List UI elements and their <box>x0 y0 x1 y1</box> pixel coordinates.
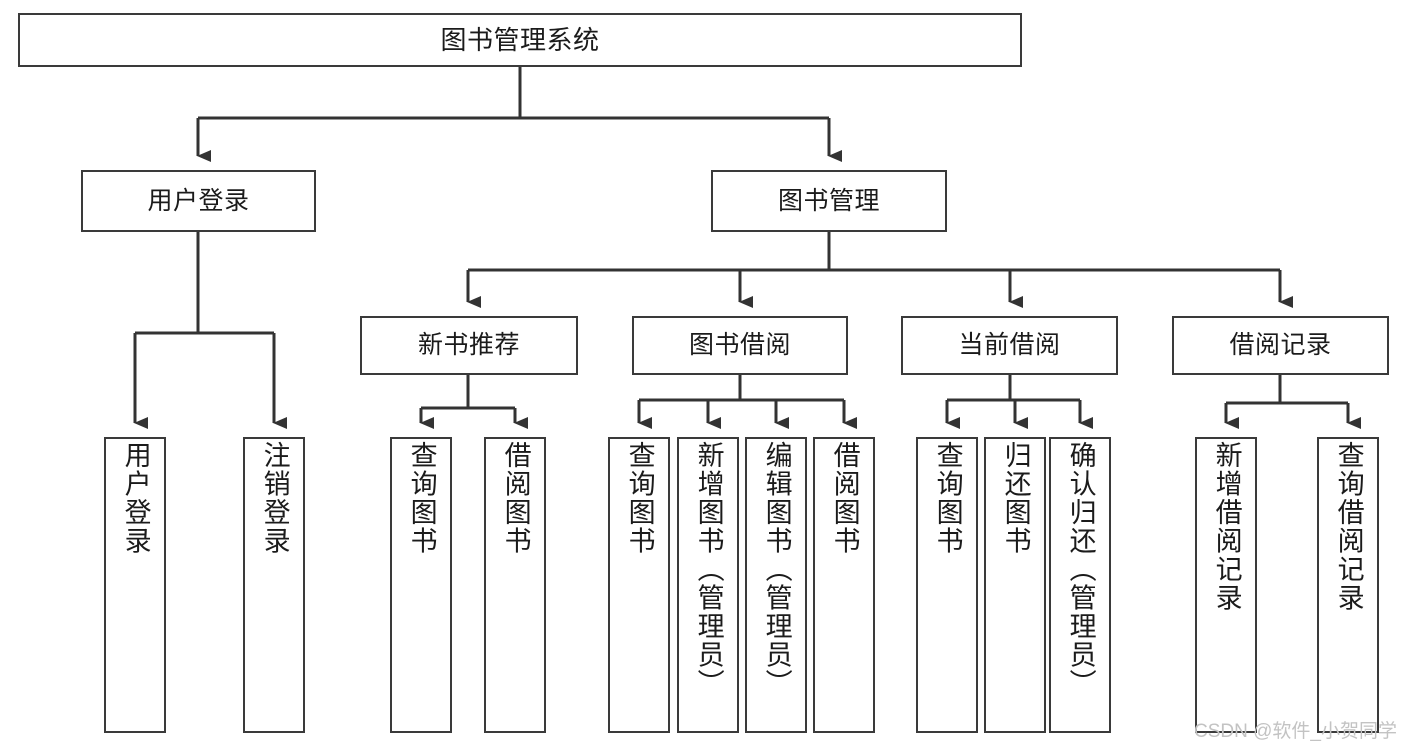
node-label: 查询借阅记录 <box>1333 441 1364 612</box>
leaf-user-login-logout[interactable]: 注销登录 <box>243 437 305 733</box>
leaf-current-borrow-return[interactable]: 归还图书 <box>984 437 1046 733</box>
node-label: 当前借阅 <box>958 331 1061 359</box>
leaf-current-borrow-confirm-return[interactable]: 确认归还（管理员） <box>1049 437 1111 733</box>
node-label: 借阅图书 <box>829 441 860 555</box>
leaf-borrow-record-query[interactable]: 查询借阅记录 <box>1317 437 1379 733</box>
node-label: 用户登录 <box>147 186 250 215</box>
node-borrow-record[interactable]: 借阅记录 <box>1172 316 1389 375</box>
node-label: 确认归还（管理员） <box>1065 441 1096 698</box>
leaf-new-book-query[interactable]: 查询图书 <box>390 437 452 733</box>
node-book-management[interactable]: 图书管理 <box>711 170 947 232</box>
node-root-system[interactable]: 图书管理系统 <box>18 13 1022 67</box>
node-label: 图书管理 <box>777 186 880 215</box>
node-label: 查询图书 <box>932 441 963 555</box>
node-label: 借阅记录 <box>1229 331 1332 359</box>
node-label: 图书管理系统 <box>440 25 600 55</box>
node-label: 编辑图书（管理员） <box>761 441 792 698</box>
leaf-book-borrow-edit[interactable]: 编辑图书（管理员） <box>745 437 807 733</box>
leaf-book-borrow-add[interactable]: 新增图书（管理员） <box>677 437 739 733</box>
leaf-book-borrow-borrow[interactable]: 借阅图书 <box>813 437 875 733</box>
leaf-current-borrow-query[interactable]: 查询图书 <box>916 437 978 733</box>
node-label: 图书借阅 <box>688 331 791 359</box>
leaf-new-book-borrow[interactable]: 借阅图书 <box>484 437 546 733</box>
node-label: 归还图书 <box>1000 441 1031 555</box>
node-label: 查询图书 <box>406 441 437 555</box>
node-book-borrow[interactable]: 图书借阅 <box>632 316 848 375</box>
node-new-book-recommend[interactable]: 新书推荐 <box>360 316 578 375</box>
node-label: 借阅图书 <box>500 441 531 555</box>
leaf-borrow-record-add[interactable]: 新增借阅记录 <box>1195 437 1257 733</box>
leaf-user-login-login[interactable]: 用户登录 <box>104 437 166 733</box>
node-label: 新增图书（管理员） <box>693 441 724 698</box>
node-user-login[interactable]: 用户登录 <box>81 170 316 232</box>
node-label: 新增借阅记录 <box>1211 441 1242 612</box>
node-label: 注销登录 <box>259 441 290 555</box>
node-label: 查询图书 <box>624 441 655 555</box>
node-label: 用户登录 <box>120 441 151 555</box>
node-current-borrow[interactable]: 当前借阅 <box>901 316 1118 375</box>
leaf-book-borrow-query[interactable]: 查询图书 <box>608 437 670 733</box>
node-label: 新书推荐 <box>417 331 520 359</box>
watermark-text: CSDN @软件_小贺同学 <box>1194 721 1397 742</box>
